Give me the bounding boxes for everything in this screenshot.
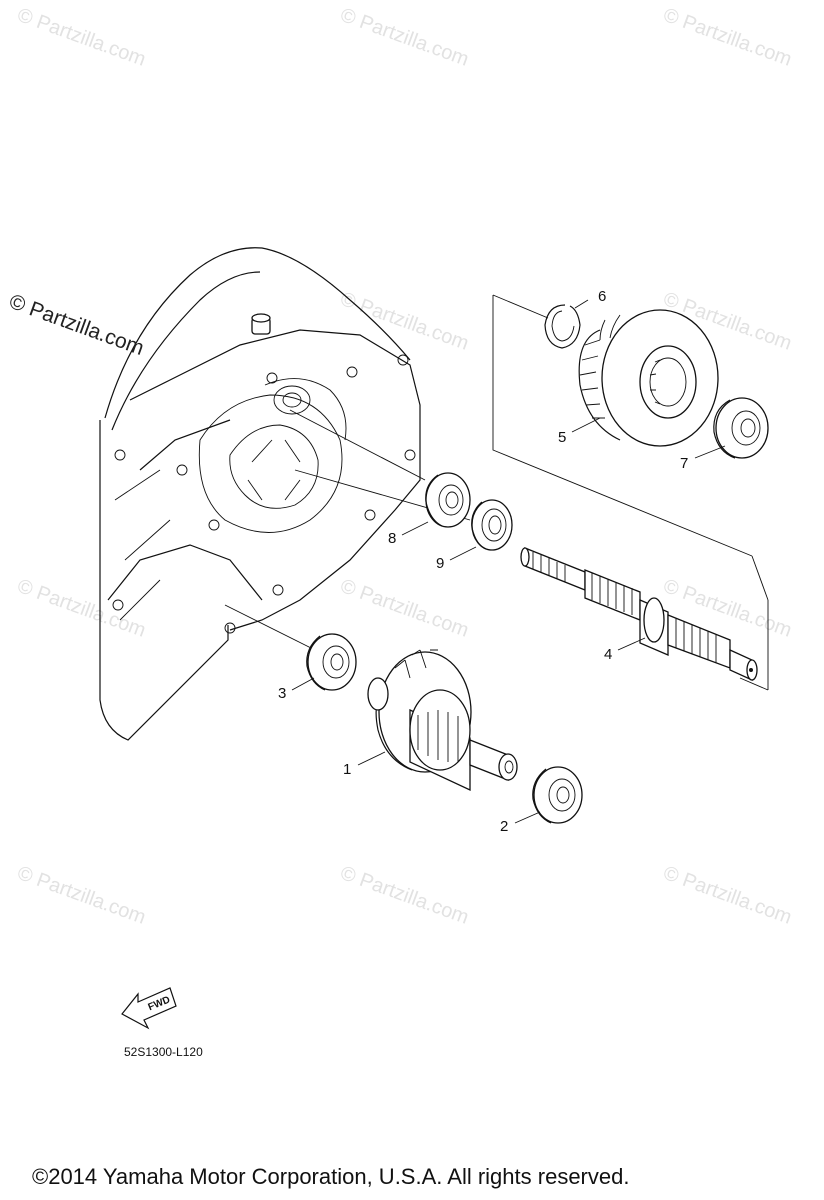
callout-4: 4	[604, 646, 612, 663]
callout-1: 1	[343, 761, 351, 778]
bearing-part-3	[306, 633, 357, 691]
callout-leaders	[291, 299, 726, 824]
callout-5: 5	[558, 429, 566, 446]
leader-lines	[224, 294, 769, 691]
diagram-code: 52S1300-L120	[124, 1045, 203, 1059]
fwd-arrow-icon: FWD	[121, 987, 177, 1030]
bearing-part-7	[713, 397, 769, 459]
callout-8: 8	[388, 530, 396, 547]
fwd-label: FWD	[147, 995, 172, 1014]
secondary-gear-part-5	[578, 309, 719, 447]
drive-gear-part-1	[367, 649, 518, 792]
copyright-notice: ©2014 Yamaha Motor Corporation, U.S.A. A…	[32, 1164, 630, 1189]
shaft-part-4	[520, 547, 758, 682]
callout-9: 9	[436, 555, 444, 572]
callout-3: 3	[278, 685, 286, 702]
callout-7: 7	[680, 455, 688, 472]
circlip-part-6	[544, 304, 581, 349]
callout-6: 6	[598, 288, 606, 305]
oil-seal-part-9	[471, 499, 513, 551]
bearing-part-8	[425, 472, 471, 528]
bearing-part-2	[532, 766, 583, 824]
callout-2: 2	[500, 818, 508, 835]
crankcase-housing	[99, 247, 421, 741]
